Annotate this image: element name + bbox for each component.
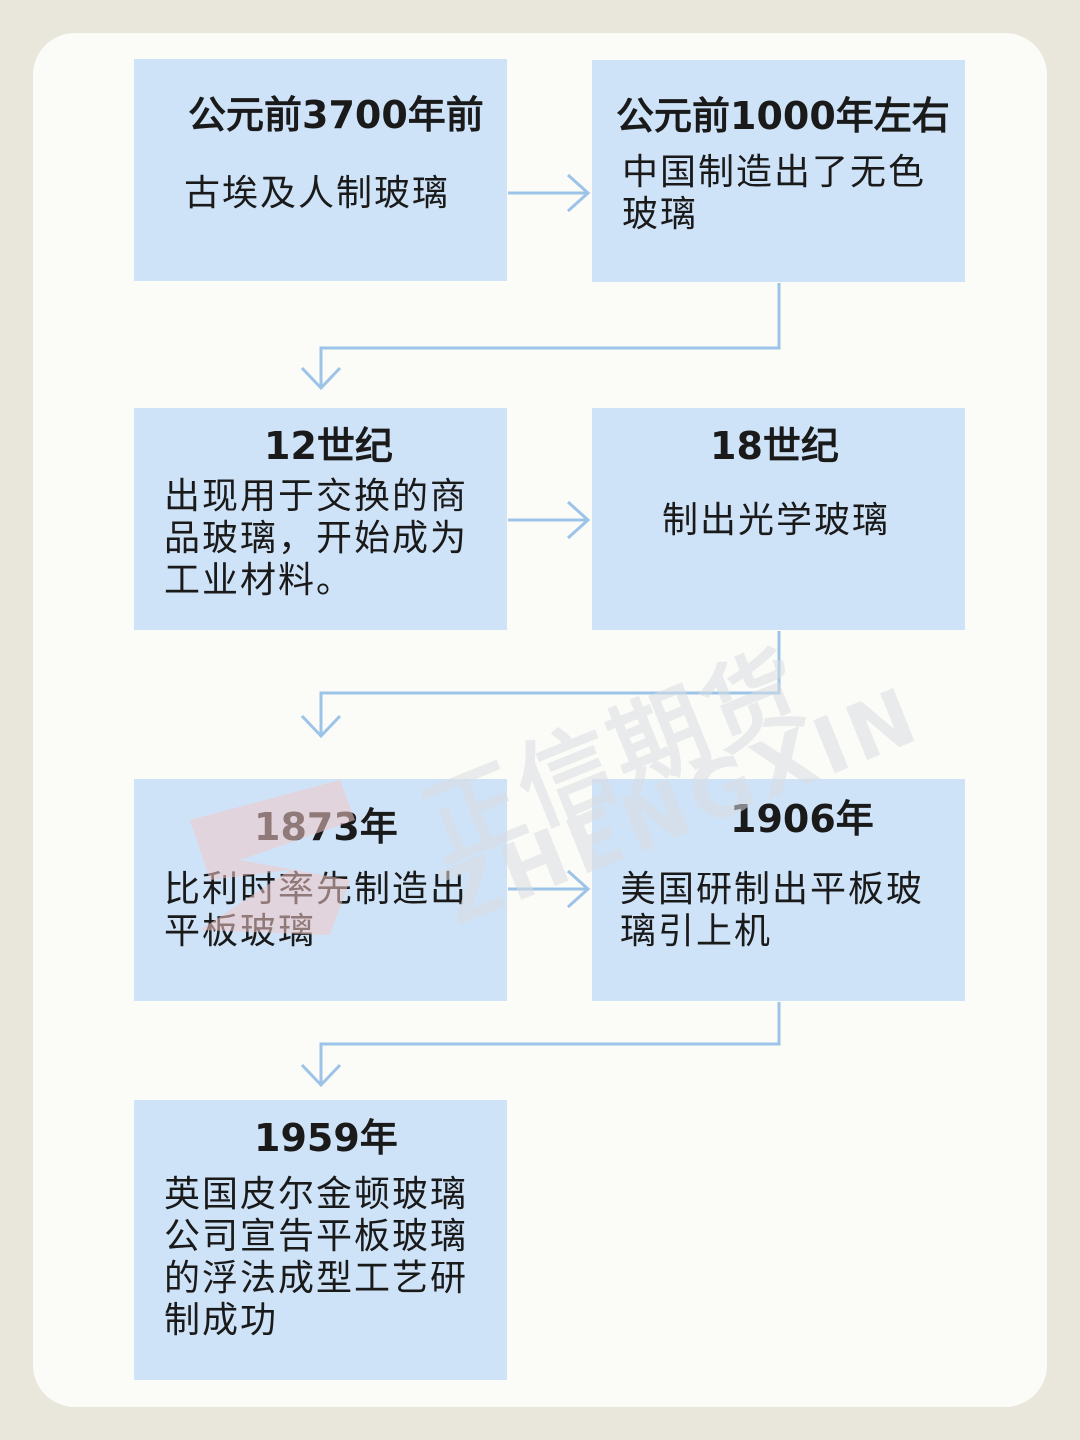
arrow-2-3 bbox=[319, 283, 781, 388]
timeline-step-5: 1873年 比利时率先制造出 平板玻璃 bbox=[134, 779, 507, 1001]
step-6-title: 1906年 bbox=[730, 797, 874, 841]
arrow-4-5 bbox=[319, 631, 781, 736]
step-1-text: 古埃及人制玻璃 bbox=[184, 173, 451, 214]
arrow-head-4-5 bbox=[300, 714, 342, 739]
step-5-title: 1873年 bbox=[254, 805, 398, 849]
step-6-text: 美国研制出平板玻 璃引上机 bbox=[620, 869, 925, 952]
timeline-step-4: 18世纪 制出光学玻璃 bbox=[592, 408, 965, 630]
step-2-text: 中国制造出了无色 玻璃 bbox=[622, 152, 927, 235]
step-4-title: 18世纪 bbox=[710, 424, 839, 468]
arrow-head-1-2 bbox=[566, 173, 591, 213]
step-3-text: 出现用于交换的商 品玻璃，开始成为 工业材料。 bbox=[164, 476, 469, 601]
arrow-head-2-3 bbox=[300, 366, 342, 391]
timeline-step-3: 12世纪 出现用于交换的商 品玻璃，开始成为 工业材料。 bbox=[134, 408, 507, 630]
step-7-text: 英国皮尔金顿玻璃 公司宣告平板玻璃 的浮法成型工艺研 制成功 bbox=[164, 1174, 469, 1341]
arrow-6-7 bbox=[319, 1002, 781, 1085]
step-5-text: 比利时率先制造出 平板玻璃 bbox=[164, 869, 469, 952]
step-2-title: 公元前1000年左右 bbox=[616, 94, 950, 138]
timeline-step-6: 1906年 美国研制出平板玻 璃引上机 bbox=[592, 779, 965, 1001]
step-7-title: 1959年 bbox=[254, 1116, 398, 1160]
timeline-step-2: 公元前1000年左右 中国制造出了无色 玻璃 bbox=[592, 60, 965, 282]
arrow-head-3-4 bbox=[566, 500, 591, 540]
arrow-head-5-6 bbox=[566, 869, 591, 909]
timeline-step-1: 公元前3700年前 古埃及人制玻璃 bbox=[134, 59, 507, 281]
arrow-head-6-7 bbox=[300, 1063, 342, 1088]
step-1-title: 公元前3700年前 bbox=[188, 93, 484, 137]
timeline-step-7: 1959年 英国皮尔金顿玻璃 公司宣告平板玻璃 的浮法成型工艺研 制成功 bbox=[134, 1100, 507, 1380]
step-4-text: 制出光学玻璃 bbox=[662, 500, 891, 541]
step-3-title: 12世纪 bbox=[264, 424, 393, 468]
